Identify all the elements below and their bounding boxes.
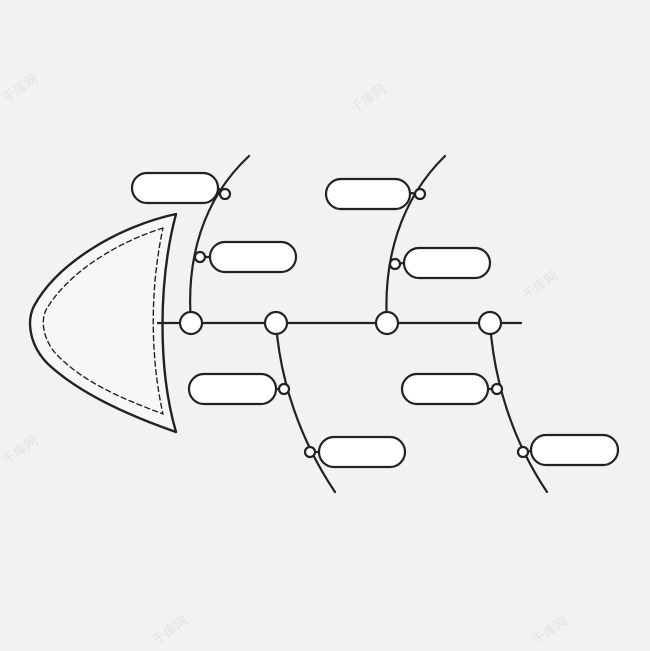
rib-upper-left (189, 154, 251, 325)
label-box-lower-left-1[interactable] (187, 372, 278, 406)
rib-node (516, 445, 530, 459)
rib-node (218, 187, 232, 201)
label-box-upper-mid-1[interactable] (324, 177, 412, 211)
label-box-lower-right-2[interactable] (529, 433, 620, 467)
rib-node (193, 250, 207, 264)
rib-node (413, 187, 427, 201)
spine-node (263, 310, 289, 336)
rib-node (303, 445, 317, 459)
label-box-upper-mid-2[interactable] (402, 246, 492, 280)
rib-node (277, 382, 291, 396)
spine-node (178, 310, 204, 336)
label-box-upper-left-1[interactable] (130, 171, 220, 205)
label-box-lower-right-1[interactable] (400, 372, 490, 406)
rib-lower-right (488, 321, 549, 494)
label-box-upper-left-2[interactable] (208, 240, 298, 274)
rib-lower-left (274, 321, 337, 494)
label-box-lower-left-2[interactable] (317, 435, 407, 469)
spine-node (374, 310, 400, 336)
spine-node (477, 310, 503, 336)
rib-upper-mid (385, 154, 447, 325)
fish-head-stitch (42, 227, 164, 415)
rib-node (388, 257, 402, 271)
fish-head (28, 212, 178, 434)
rib-node (490, 382, 504, 396)
